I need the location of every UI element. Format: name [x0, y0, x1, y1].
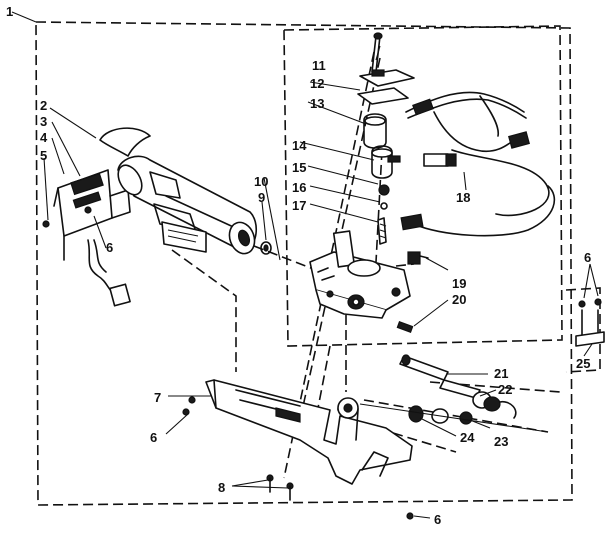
callout-2: 2	[40, 98, 47, 113]
callout-6-bottom: 6	[434, 512, 441, 527]
callout-labels: 1 2 3 4 5 6 9 10 11 12 13 14 15 16 17 18…	[6, 4, 591, 527]
callout-8: 8	[218, 480, 225, 495]
orifice-parts	[359, 354, 549, 433]
callout-17: 17	[292, 198, 306, 213]
burner-tube	[99, 127, 257, 255]
bracket-subassembly-boundary	[565, 287, 601, 373]
callout-1: 1	[6, 4, 13, 19]
valve-subassembly-boundary	[283, 25, 563, 347]
callout-19: 19	[452, 276, 466, 291]
mounting-plate	[205, 379, 413, 501]
wire-harness	[400, 91, 556, 237]
callout-22: 22	[498, 382, 512, 397]
assembly-outer-boundary	[11, 11, 573, 506]
screws-6	[182, 396, 414, 520]
fitting-19	[407, 251, 429, 265]
callout-18: 18	[456, 190, 470, 205]
leader-lines	[43, 45, 599, 519]
callout-12: 12	[310, 76, 324, 91]
callout-4: 4	[40, 130, 48, 145]
gas-valve-body	[309, 230, 411, 319]
callout-6-right: 6	[584, 250, 591, 265]
callout-3: 3	[40, 114, 47, 129]
callout-23: 23	[494, 434, 508, 449]
callout-9: 9	[258, 190, 265, 205]
igniter-bracket	[42, 169, 131, 307]
callout-6-left: 6	[106, 240, 113, 255]
callout-7: 7	[154, 390, 161, 405]
callout-24: 24	[460, 430, 475, 445]
callout-10: 10	[254, 174, 268, 189]
callout-21: 21	[494, 366, 508, 381]
heat-shield-plate	[161, 221, 207, 253]
bracket-25	[575, 298, 605, 347]
callout-25: 25	[576, 356, 590, 371]
callout-13: 13	[310, 96, 324, 111]
callout-11: 11	[312, 58, 326, 73]
screw-20	[396, 321, 414, 333]
callout-14: 14	[292, 138, 307, 153]
callout-6-plate: 6	[150, 430, 157, 445]
callout-20: 20	[452, 292, 466, 307]
solenoid-coil-stack	[357, 32, 415, 245]
callout-5: 5	[40, 148, 47, 163]
callout-15: 15	[292, 160, 306, 175]
callout-16: 16	[292, 180, 306, 195]
